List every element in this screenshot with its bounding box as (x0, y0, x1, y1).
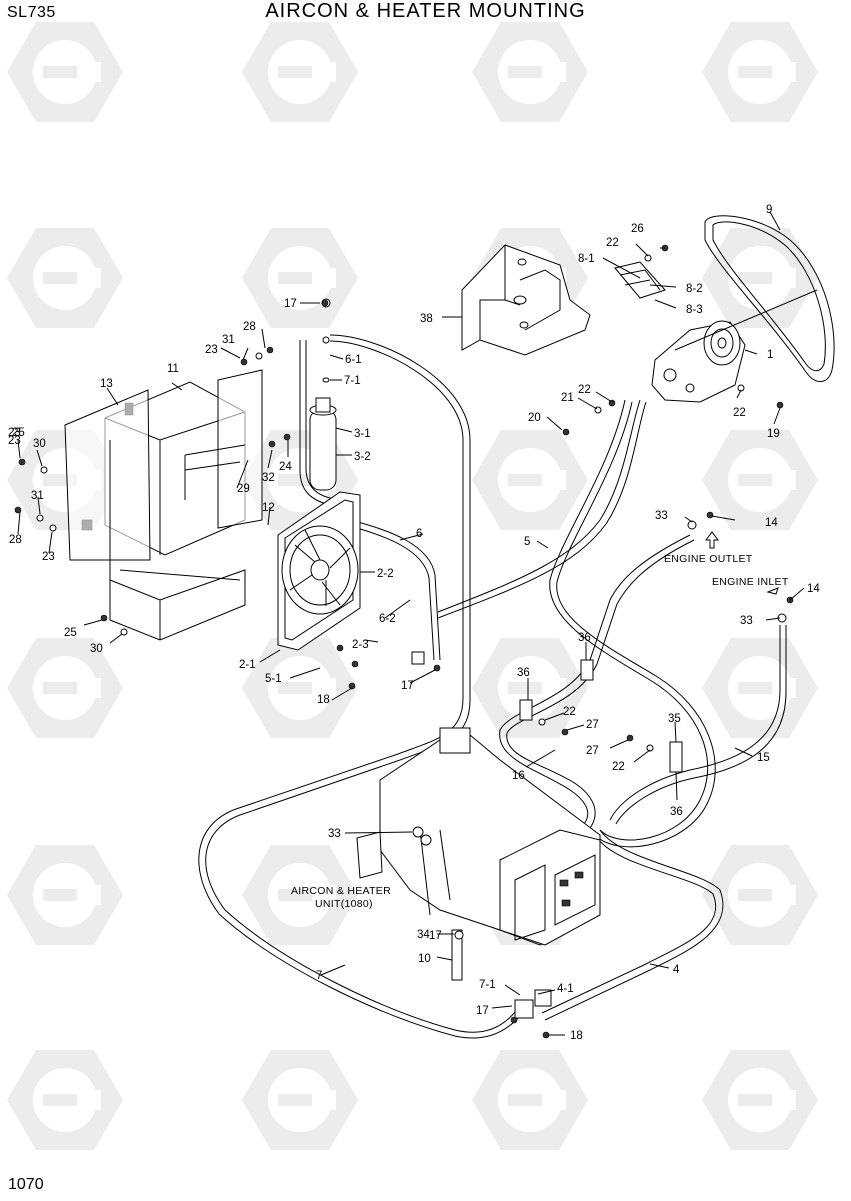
callout: 3-2 (354, 451, 371, 463)
callout: 36 (578, 632, 591, 644)
callout: 4 (673, 964, 680, 976)
callout: 16 (512, 770, 525, 782)
pulley-bracket (614, 261, 666, 299)
callout: 4-1 (557, 983, 574, 995)
page-number: 1070 (8, 1176, 44, 1193)
engine-outlet-label: ENGINE OUTLET (664, 553, 753, 565)
arrow-right-icon (766, 587, 779, 595)
arrow-up-icon (705, 531, 719, 549)
callout: 7-1 (344, 375, 361, 387)
aircon-heater-unit (356, 727, 601, 1019)
callout: 28 (9, 534, 22, 546)
v-belt (704, 215, 835, 382)
bolts (14, 244, 794, 1039)
callout: 11 (167, 363, 179, 375)
callout: 30 (33, 438, 46, 450)
callout: 31 (31, 490, 44, 502)
hoses (198, 334, 787, 1039)
callout: 18 (570, 1030, 583, 1042)
leader-lines (17, 211, 818, 1036)
callout: 8-1 (578, 253, 595, 265)
callout: 23 (8, 427, 21, 439)
callout: 22 (563, 706, 576, 718)
callout: 33 (328, 828, 341, 840)
callout: 17 (401, 680, 414, 692)
callout: 21 (561, 392, 574, 404)
page-title: AIRCON & HEATER MOUNTING (265, 0, 586, 22)
callout: 6-1 (345, 354, 362, 366)
callout: 7-1 (479, 979, 496, 991)
callout: 24 (279, 461, 292, 473)
model-code: SL735 (7, 4, 56, 21)
condenser (277, 491, 361, 668)
callout: 9 (766, 204, 772, 216)
callout-labels: 1 2-1 2-2 2-3 3-1 3-2 4 4-1 5 5-1 6 6-1 … (8, 204, 820, 1042)
compressor-bracket (461, 244, 591, 356)
callout: 1 (767, 349, 773, 361)
callout: 2-3 (352, 639, 369, 651)
callout: 22 (612, 761, 625, 773)
callout: 7 (316, 970, 322, 982)
callout: 22 (578, 384, 591, 396)
callout: 33 (655, 510, 668, 522)
callout: 23 (8, 435, 21, 447)
callout: 36 (670, 806, 683, 818)
callout: 17 (476, 1005, 489, 1017)
callout: 5-1 (265, 673, 282, 685)
callout: 36 (517, 667, 530, 679)
callout: 23 (205, 344, 218, 356)
callout: 23 (42, 551, 55, 563)
callout: 17 (284, 298, 297, 310)
callout: 22 (733, 407, 746, 419)
callout: 19 (767, 428, 780, 440)
callout: 5 (524, 536, 530, 548)
hyundai-logo-icon (7, 22, 818, 1150)
callout: 2-2 (377, 568, 394, 580)
callout: 31 (222, 334, 235, 346)
callout: 27 (586, 719, 599, 731)
callout: 2-1 (239, 659, 256, 671)
cover-frame (64, 369, 263, 641)
callout: 15 (757, 752, 770, 764)
unit-label-line1: AIRCON & HEATER (291, 885, 391, 897)
engine-inlet-label: ENGINE INLET (712, 576, 789, 588)
callout: 35 (668, 713, 681, 725)
callout: 30 (90, 643, 103, 655)
compressor (651, 320, 746, 403)
callout: 22 (606, 237, 619, 249)
callout: 18 (317, 694, 330, 706)
callout: 14 (807, 583, 820, 595)
callout: 38 (420, 313, 433, 325)
callout: 17 (429, 930, 442, 942)
callout: 25 (64, 627, 77, 639)
callout: 20 (528, 412, 541, 424)
callout: 34 (417, 929, 430, 941)
callout: 32 (262, 472, 275, 484)
unit-label-line2: UNIT(1080) (315, 898, 373, 910)
callout: 8-2 (686, 283, 703, 295)
callout: 25 (12, 427, 25, 439)
callout: 12 (262, 502, 275, 514)
callout: 26 (631, 223, 644, 235)
callout: 6 (416, 528, 422, 540)
callout: 27 (586, 745, 599, 757)
callout: 8-3 (686, 304, 703, 316)
callout: 10 (418, 953, 431, 965)
callout: 3-1 (354, 428, 371, 440)
callout: 13 (100, 378, 113, 390)
callout: 28 (243, 321, 256, 333)
callout: 14 (765, 517, 778, 529)
callout: 6-2 (379, 613, 396, 625)
callout: 29 (237, 483, 250, 495)
callout: 33 (740, 615, 753, 627)
